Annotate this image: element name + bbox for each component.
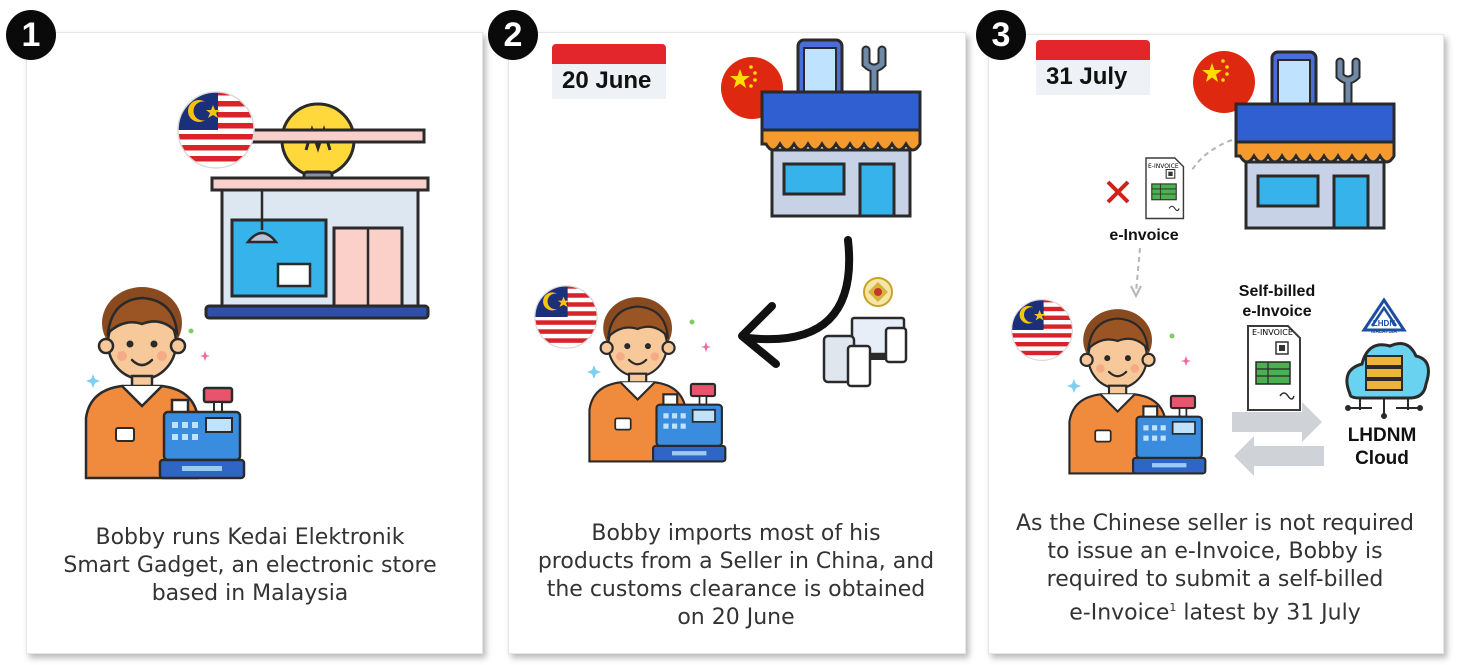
malaysia-flag-icon	[1010, 298, 1074, 362]
step-3-caption: As the Chinese seller is not required to…	[1015, 511, 1415, 626]
calendar-date: 20 June	[552, 64, 666, 99]
cloud-server-icon	[1345, 342, 1430, 419]
shop-icon	[1236, 52, 1394, 228]
self-billed-label: Self-billed e-Invoice	[1238, 283, 1316, 320]
curved-arrow-icon	[744, 236, 854, 344]
store-building-icon	[204, 128, 430, 320]
customs-emblem-icon	[863, 277, 893, 307]
step-1-badge: 1	[6, 10, 56, 60]
lhdnm-cloud-label: LHDNM Cloud	[1347, 425, 1417, 469]
cross-icon	[1106, 180, 1130, 204]
lhdn-logo-text: LHDN MALAYSIA	[1371, 319, 1397, 336]
step-2-badge: 2	[488, 10, 538, 60]
step-3-badge: 3	[976, 10, 1026, 60]
exchange-arrows-icon	[1232, 402, 1324, 476]
einvoice-doc-header: E-INVOICE	[1148, 163, 1179, 170]
calendar-icon: 20 June	[552, 44, 666, 99]
step-1-caption: Bobby runs Kedai Elektronik Smart Gadget…	[63, 525, 437, 606]
calendar-date: 31 July	[1036, 60, 1150, 95]
lhdn-logo-icon	[1361, 297, 1407, 332]
devices-icon	[822, 316, 908, 388]
step-2-caption: Bobby imports most of his products from …	[537, 521, 935, 630]
einvoice-label: e-Invoice	[1109, 227, 1179, 244]
self-billed-doc-header: E-INVOICE	[1252, 328, 1293, 337]
self-billed-invoice-icon	[1247, 325, 1301, 411]
calendar-icon: 31 July	[1036, 40, 1150, 95]
cashier-icon	[1068, 308, 1207, 475]
